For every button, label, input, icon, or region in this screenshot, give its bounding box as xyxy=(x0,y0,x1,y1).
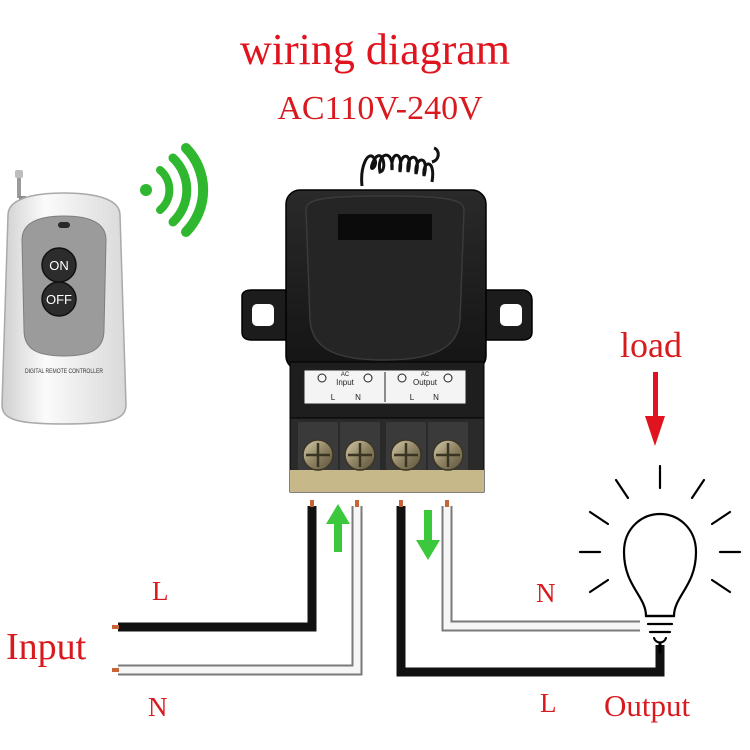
terminal-output-n: N xyxy=(433,393,439,402)
wire-output-n xyxy=(441,506,640,632)
terminal-output-ac: AC xyxy=(421,372,430,378)
terminal-screw xyxy=(432,439,464,471)
load-label: load xyxy=(620,325,682,365)
receiver-module: AC Input L N AC Output L N xyxy=(241,146,533,493)
light-bulb-icon xyxy=(578,464,742,654)
remote-on-label: ON xyxy=(49,258,69,273)
remote-off-button: OFF xyxy=(41,281,77,317)
wire-input-l xyxy=(118,506,317,632)
output-l-label: L xyxy=(540,688,557,718)
terminal-screw xyxy=(302,439,334,471)
terminal-input-label: Input xyxy=(336,378,355,387)
diagram-title: wiring diagram xyxy=(239,25,511,74)
remote-led xyxy=(58,222,70,228)
remote-on-button: ON xyxy=(41,247,77,283)
output-label: Output xyxy=(604,688,691,723)
wire-output-l xyxy=(396,506,665,677)
screw-terminal-block xyxy=(289,417,485,493)
terminal-input-n: N xyxy=(355,393,361,402)
terminal-output-l: L xyxy=(410,393,415,402)
down-arrow-icon xyxy=(416,510,440,560)
remote-brand-text: DIGITAL REMOTE CONTROLLER xyxy=(25,369,104,375)
input-n-label: N xyxy=(148,692,168,722)
terminal-label-plate: AC Input L N AC Output L N xyxy=(303,369,467,405)
terminal-screw xyxy=(344,439,376,471)
output-n-label: N xyxy=(536,578,556,608)
remote-control: ON OFF DIGITAL REMOTE CONTROLLER xyxy=(1,170,127,425)
terminal-input-l: L xyxy=(331,393,336,402)
receiver-antenna-coil xyxy=(360,146,440,187)
remote-off-label: OFF xyxy=(46,292,72,307)
input-l-label: L xyxy=(152,576,169,606)
load-arrow-icon xyxy=(645,372,665,446)
voltage-subtitle: AC110V-240V xyxy=(277,90,483,127)
terminal-output-label: Output xyxy=(413,378,438,387)
wiring xyxy=(112,500,665,677)
receiver-window xyxy=(338,214,432,240)
wireless-signal-icon xyxy=(140,143,209,237)
terminal-screw xyxy=(390,439,422,471)
up-arrow-icon xyxy=(326,504,350,552)
terminal-input-ac: AC xyxy=(341,372,350,378)
input-label: Input xyxy=(6,626,87,668)
